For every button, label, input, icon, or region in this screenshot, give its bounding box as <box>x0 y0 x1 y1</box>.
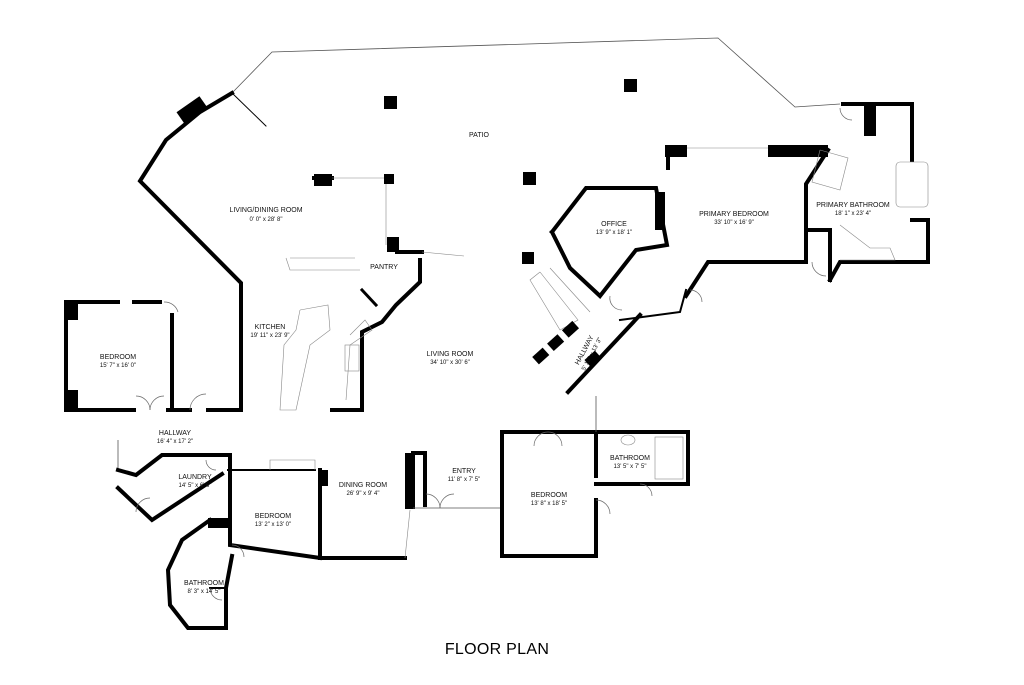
room-name-bathroom-east: BATHROOM <box>610 455 650 462</box>
room-name-living-room: LIVING ROOM <box>427 351 474 358</box>
hallway-east-walls <box>529 267 688 395</box>
room-dims-entry: 11' 8" x 7' 5" <box>448 477 480 483</box>
door-swings <box>135 107 853 601</box>
room-dims-bathroom-east: 13' 5" x 7' 5" <box>614 464 647 470</box>
room-name-office: OFFICE <box>601 221 627 228</box>
room-name-bedroom-west: BEDROOM <box>100 354 136 361</box>
southwest-walls <box>115 453 407 630</box>
room-labels: PATIO LIVING/DINING ROOM 0' 0" x 28' 8" … <box>100 132 890 595</box>
room-name-primary-bathroom: PRIMARY BATHROOM <box>816 202 890 209</box>
room-name-dining-room: DINING ROOM <box>339 482 387 489</box>
room-dims-laundry: 14' 5" x 6' 6" <box>179 483 212 489</box>
room-name-living-dining: LIVING/DINING ROOM <box>229 207 302 214</box>
room-name-kitchen: KITCHEN <box>255 324 286 331</box>
room-name-bedroom-south: BEDROOM <box>255 513 291 520</box>
room-name-hallway-west: HALLWAY <box>159 430 191 437</box>
room-dims-living-dining: 0' 0" x 28' 8" <box>250 217 283 223</box>
room-dims-living-room: 34' 10" x 30' 6" <box>430 360 470 366</box>
room-name-patio: PATIO <box>469 132 490 139</box>
room-dims-bedroom-west: 15' 7" x 16' 0" <box>100 363 136 369</box>
room-name-entry: ENTRY <box>452 468 476 475</box>
room-dims-bedroom-south: 13' 2" x 13' 0" <box>255 522 291 528</box>
room-dims-kitchen: 19' 11" x 23' 9" <box>250 333 289 339</box>
room-name-laundry: LAUNDRY <box>178 474 212 481</box>
room-dims-primary-bedroom: 33' 10" x 16' 9" <box>714 220 754 226</box>
west-wing-walls <box>64 90 267 470</box>
room-name-primary-bedroom: PRIMARY BEDROOM <box>699 211 769 218</box>
plan-title: FLOOR PLAN <box>445 641 549 658</box>
kitchen-walls <box>279 174 465 412</box>
room-name-bathroom-sw: BATHROOM <box>184 580 224 587</box>
east-wing-walls <box>549 102 930 299</box>
room-dims-primary-bathroom: 18' 1" x 23' 4" <box>835 211 871 217</box>
east-bedroom-walls <box>500 396 690 558</box>
room-name-bedroom-east: BEDROOM <box>531 492 567 499</box>
room-dims-bedroom-east: 13' 8" x 18' 5" <box>531 501 567 507</box>
patio-outline <box>231 37 841 108</box>
room-dims-hallway-west: 16' 4" x 17' 2" <box>157 439 193 445</box>
room-dims-bathroom-sw: 8' 3" x 14' 5" <box>188 589 221 595</box>
room-name-pantry: PANTRY <box>370 264 398 271</box>
room-dims-dining-room: 26' 9" x 9' 4" <box>347 491 380 497</box>
room-dims-office: 13' 9" x 18' 1" <box>596 230 632 236</box>
patio-posts <box>384 79 637 264</box>
entry-walls <box>404 451 500 559</box>
